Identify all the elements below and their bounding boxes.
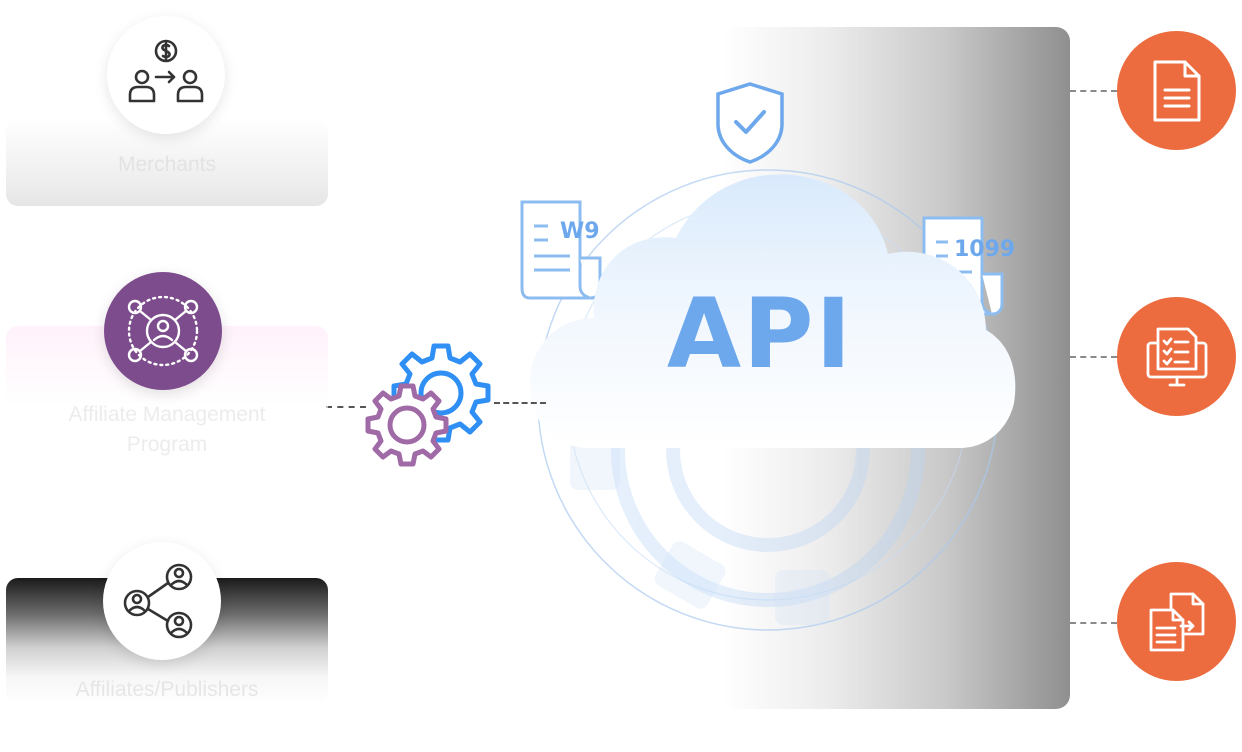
connector-line: [1070, 90, 1117, 92]
w9-label: W9: [560, 219, 600, 244]
1099-label: 1099: [954, 237, 1015, 262]
affiliate-network-icon: [104, 272, 222, 390]
connector-line: [494, 402, 546, 404]
document-transfer-icon: [1117, 562, 1236, 681]
connector-line: [326, 406, 366, 408]
merchants-card: Merchants: [6, 118, 328, 206]
people-share-icon: [103, 542, 221, 660]
document-icon: [1117, 31, 1236, 150]
connector-line: [1070, 622, 1117, 624]
affiliates-label: Affiliates/Publishers: [75, 678, 259, 701]
merchant-payment-icon: [107, 16, 225, 134]
connector-line: [1070, 356, 1117, 358]
merchants-label: Merchants: [117, 153, 217, 176]
monitor-checklist-icon: [1117, 297, 1236, 416]
amp-label-line1: Affiliate Management: [68, 403, 266, 426]
cloud-icon: [530, 174, 1016, 448]
amp-label-line2: Program: [126, 433, 208, 456]
amp-card: Affiliate Management Program: [6, 326, 328, 458]
gears-icon: [365, 343, 491, 467]
amp-label: Affiliate Management Program: [6, 400, 328, 460]
shield-check-icon: [716, 82, 784, 164]
api-label: API: [666, 278, 854, 390]
